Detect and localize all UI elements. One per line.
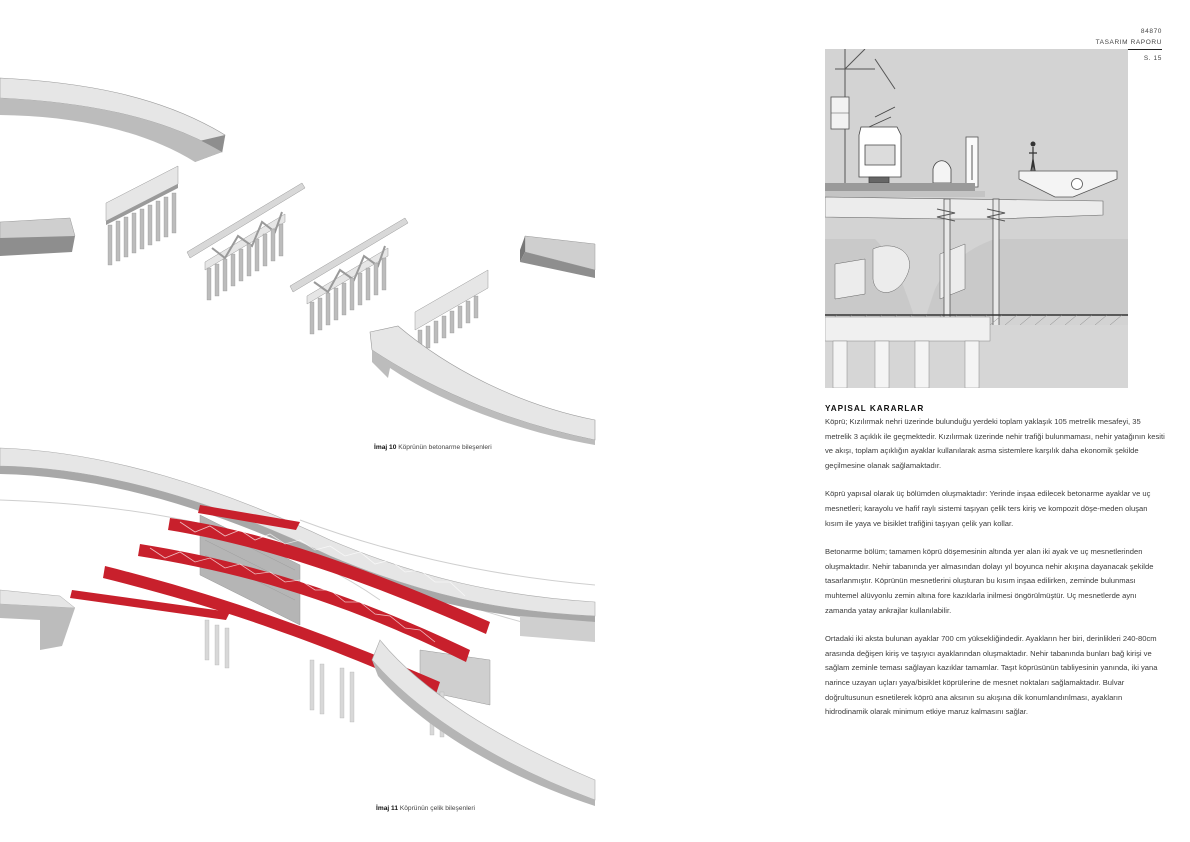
section-title: YAPISAL KARARLAR bbox=[825, 404, 925, 413]
steel-truss-3 bbox=[103, 566, 440, 694]
paragraph-1: Köprü; Kızılırmak nehri üzerinde bulundu… bbox=[825, 417, 1165, 470]
bridge-section-drawing bbox=[825, 49, 1128, 388]
steel-truss-5 bbox=[70, 590, 230, 620]
figure-10-text: Köprünün betonarme bileşenleri bbox=[398, 444, 492, 451]
steel-truss-1 bbox=[168, 518, 490, 634]
steel-truss-4 bbox=[198, 505, 300, 530]
concrete-components-figure bbox=[0, 77, 596, 445]
report-title: TASARIM RAPORU bbox=[1095, 39, 1162, 46]
figure-10-caption: İmaj 10 Köprünün betonarme bileşenleri bbox=[374, 444, 492, 451]
paragraph-3: Betonarme bölüm; tamamen köprü döşemesin… bbox=[825, 547, 1154, 615]
paragraph-4: Ortadaki iki aksta bulunan ayaklar 700 c… bbox=[825, 634, 1158, 717]
page-number: S. 15 bbox=[1143, 55, 1162, 62]
paragraph-2: Köprü yapısal olarak üç bölümden oluşmak… bbox=[825, 489, 1151, 528]
figure-10-label: İmaj 10 bbox=[374, 444, 397, 451]
structural-decisions-section: YAPISAL KARARLAR Köprü; Kızılırmak nehri… bbox=[825, 403, 1167, 734]
figure-11-label: İmaj 11 bbox=[376, 805, 398, 812]
figure-11-caption: İmaj 11 Köprünün çelik bileşenleri bbox=[376, 805, 475, 812]
project-code: 84870 bbox=[1140, 28, 1162, 35]
steel-components-figure bbox=[0, 447, 596, 806]
figure-11-text: Köprünün çelik bileşenleri bbox=[399, 805, 475, 812]
